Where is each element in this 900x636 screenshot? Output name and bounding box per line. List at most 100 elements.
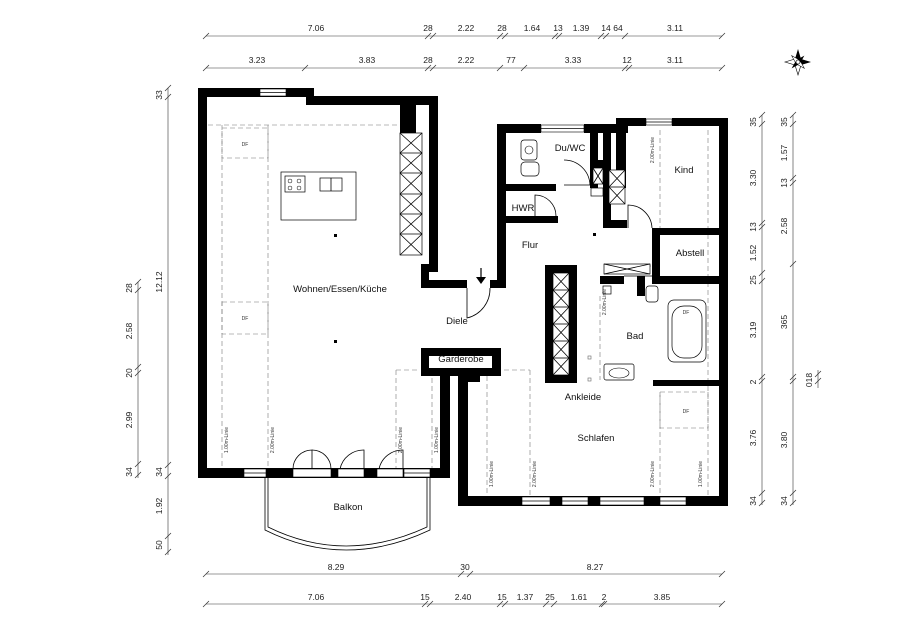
dim-right-outer-2: 13 [779, 178, 789, 188]
df-markers: DF DF DF DF [242, 142, 690, 415]
dim-top2-6: 12 [622, 55, 632, 65]
room-label-diele: Diele [446, 316, 468, 327]
dim-left-outer-4: 50 [154, 540, 164, 550]
dim-right-inner-3: 1.52 [748, 244, 758, 261]
dim-right-outer-4: 365 [779, 315, 789, 329]
balcony [264, 478, 431, 551]
dim-bottom2-5: 25 [545, 592, 555, 602]
line-label-2m-b: 2.00m-Linie [398, 427, 404, 453]
dim-right-inner-2: 13 [748, 222, 758, 232]
room-label-balkon: Balkon [333, 502, 362, 513]
dim-right-outer-6: 3.80 [779, 431, 789, 448]
kitchen-island [280, 171, 357, 221]
slope-line-labels: 1.00m-Linie 2.00m-Linie 2.00m-Linie 1.00… [224, 137, 704, 487]
dim-bottom2-1: 15 [420, 592, 430, 602]
dim-left-inner-4: 34 [124, 467, 134, 477]
dim-top1-8: 64 [613, 23, 623, 33]
dim-top1-7: 14 [601, 23, 611, 33]
dim-bottom1-1: 30 [460, 562, 470, 572]
room-label-flur: Flur [522, 240, 538, 251]
line-label-2m-e: 2.00m-Linie [650, 137, 656, 163]
dim-top2-7: 3.11 [667, 55, 683, 65]
room-labels: Wohnen/Essen/Küche Diele Garderobe Balko… [293, 143, 704, 513]
dim-bottom1-2: 8.27 [587, 562, 604, 572]
doors [292, 159, 653, 478]
room-label-schlafen: Schlafen [578, 433, 615, 444]
dimension-lines [134, 32, 822, 608]
dim-top2-4: 77 [506, 55, 516, 65]
dim-left-outer-2: 34 [154, 467, 164, 477]
dim-bottom2-4: 1.37 [517, 592, 534, 602]
windows [243, 88, 687, 506]
light-points [334, 233, 596, 382]
dim-right-inner-4: 25 [748, 275, 758, 285]
line-label-2m-d: 2.00m-Linie [650, 461, 656, 487]
dim-left-outer-0: 33 [154, 90, 164, 100]
dim-right-inner-1: 3.30 [748, 169, 758, 186]
dim-right-inner-7: 3.76 [748, 429, 758, 446]
dim-top2-3: 2.22 [458, 55, 475, 65]
dim-right-inner-5: 3.19 [748, 321, 758, 338]
line-label-1m-c: 1.00m-Linie [489, 461, 495, 487]
line-label-2m-a: 2.00m-Linie [270, 427, 276, 453]
room-label-abstell: Abstell [676, 248, 705, 259]
roof-slope-lines [208, 124, 709, 495]
room-label-wohnen: Wohnen/Essen/Küche [293, 284, 387, 295]
room-label-hwr: HWR [512, 203, 535, 214]
line-label-1m-a: 1.00m-Linie [224, 427, 230, 453]
dim-bottom2-2: 2.40 [455, 592, 472, 602]
dim-right-outer-0: 35 [779, 117, 789, 127]
dim-bottom2-7: 2 [602, 592, 607, 602]
dim-top1-1: 28 [423, 23, 433, 33]
df-label-1: DF [242, 142, 249, 148]
df-label-4: DF [683, 409, 690, 415]
room-label-kind: Kind [674, 165, 693, 176]
line-label-1m-d: 1.00m-Linie [698, 461, 704, 487]
dim-top1-6: 1.39 [573, 23, 590, 33]
wardrobes [399, 132, 651, 376]
dim-top1-9: 3.11 [667, 23, 683, 33]
line-label-2m-c: 2.00m-Linie [532, 461, 538, 487]
dim-bottom2-3: 15 [497, 592, 507, 602]
room-label-garderobe: Garderobe [438, 354, 483, 365]
room-label-bad: Bad [627, 331, 644, 342]
dim-left-outer-1: 12.12 [154, 271, 164, 293]
room-label-du-wc: Du/WC [555, 143, 586, 154]
df-label-2: DF [242, 316, 249, 322]
dim-right-inner-6: 2 [748, 379, 758, 384]
dim-bottom1-0: 8.29 [328, 562, 345, 572]
dim-top2-0: 3.23 [249, 55, 266, 65]
dim-top1-3: 28 [497, 23, 507, 33]
dim-bottom2-0: 7.06 [308, 592, 325, 602]
dim-top1-4: 1.64 [524, 23, 541, 33]
dim-right-inner-0: 35 [748, 117, 758, 127]
dim-top1-5: 13 [553, 23, 563, 33]
dim-top1-0: 7.06 [308, 23, 325, 33]
dim-right-outer-3: 2.58 [779, 217, 789, 234]
dim-bottom2-8: 3.85 [654, 592, 671, 602]
dim-top2-1: 3.83 [359, 55, 376, 65]
dim-bottom2-6: 1.61 [571, 592, 588, 602]
dimension-texts: 7.06 28 2.22 28 1.64 13 1.39 14 64 3.11 … [124, 23, 814, 602]
bathroom-fixtures [520, 139, 707, 381]
dim-left-inner-3: 2.99 [124, 411, 134, 428]
dim-top2-5: 3.33 [565, 55, 582, 65]
dim-top2-2: 28 [423, 55, 433, 65]
dim-right-inner-8: 34 [748, 496, 758, 506]
compass-rose-icon [783, 49, 811, 77]
dim-left-inner-2: 20 [124, 368, 134, 378]
entrance-arrow-icon [476, 268, 486, 284]
dim-top1-2: 2.22 [458, 23, 475, 33]
room-label-ankleide: Ankleide [565, 392, 601, 403]
dim-left-outer-3: 1.92 [154, 497, 164, 514]
dim-right-outer-1: 1.57 [779, 144, 789, 161]
dim-left-inner-1: 2.58 [124, 322, 134, 339]
dim-right-outer-5: 018 [804, 373, 814, 387]
df-label-3: DF [683, 310, 690, 316]
dim-left-inner-0: 28 [124, 283, 134, 293]
dim-right-outer-7: 34 [779, 496, 789, 506]
line-label-1m-b: 1.00m-Linie [434, 427, 440, 453]
line-label-2m-f: 2.00m-Linie [602, 289, 608, 315]
